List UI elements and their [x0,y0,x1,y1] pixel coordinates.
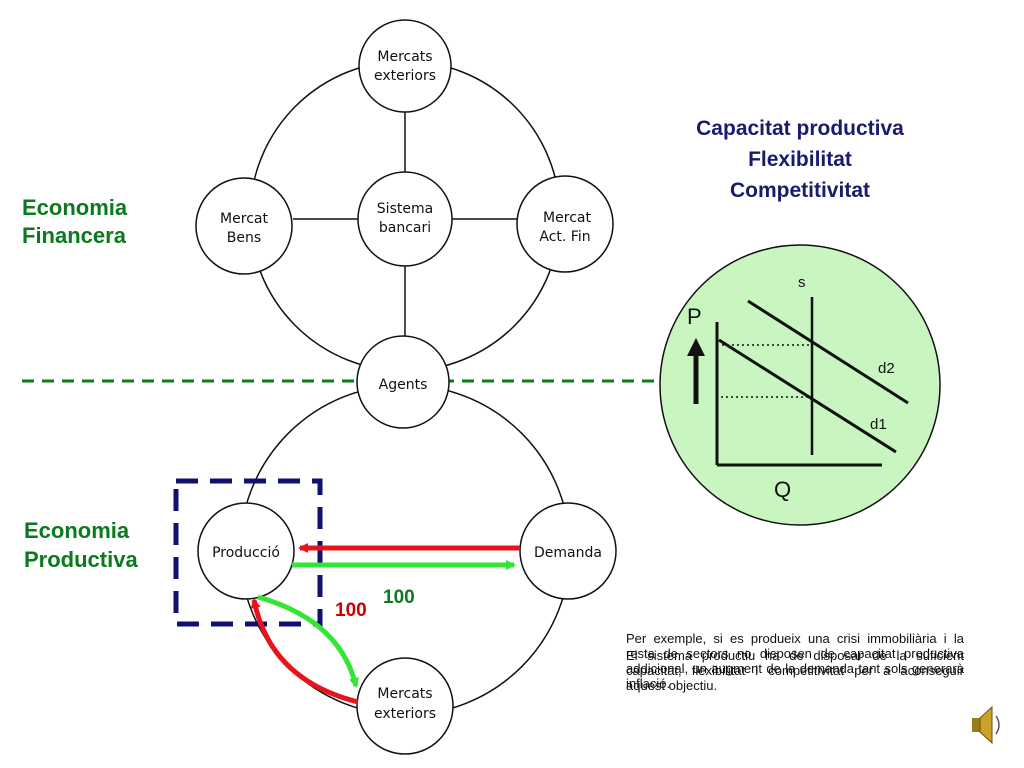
node-demanda: Demanda [519,502,617,600]
node-label: Demanda [534,545,602,561]
node-mercats-exteriors-top: Mercats exteriors [358,19,452,113]
flow-value-green: 100 [383,587,415,608]
node-label: Mercats [377,686,432,702]
node-agents: Agents [356,335,450,429]
title-capacitat: Flexibilitat [748,148,852,171]
node-label: Mercats [377,49,432,65]
node-label: exteriors [374,68,436,84]
node-mercat-bens: Mercat Bens [195,177,293,275]
node-label: Producció [212,545,280,561]
chart-label-q: Q [774,477,791,502]
chart-label-d1: d1 [870,416,887,433]
title-economia-productiva: Economia [24,518,130,543]
arrow-up-icon [687,338,705,356]
supply-demand-chart: P Q s d2 d1 [659,244,941,526]
node-mercats-exteriors-bottom: Mercats exteriors [356,657,454,755]
chart-label-p: P [687,304,702,329]
demand-line-d2 [747,299,909,405]
chart-label-d2: d2 [878,360,895,377]
chart-label-s: s [798,274,806,291]
note-text-objectiu: El sistema productiu ha de disposar de l… [626,648,964,693]
node-label: bancari [379,220,431,236]
title-economia-productiva: Productiva [24,547,138,572]
node-label: Act. Fin [539,229,590,245]
node-label: Bens [227,230,261,246]
chart-background-circle [659,244,941,526]
arrow-mercats-exteriors-to-produccio [250,598,359,705]
produccio-highlight-box [173,478,323,627]
title-economia-financera: Financera [22,223,127,248]
node-label: Mercat [543,210,591,226]
node-label: Mercat [220,211,268,227]
title-capacitat: Competitivitat [730,179,870,202]
note-text-inflacio: Per exemple, si es produeix una crisi im… [626,631,964,691]
flow-value-red: 100 [335,600,367,621]
speaker-icon[interactable] [972,705,1000,745]
node-sistema-bancari: Sistema bancari [357,171,453,267]
title-economia-financera: Economia [22,195,128,220]
node-mercat-act-fin: Mercat Act. Fin [516,175,614,273]
arrow-produccio-to-mercats-exteriors [257,594,359,688]
node-label: exteriors [374,706,436,722]
demand-line-d1 [718,338,897,454]
node-label: Sistema [377,201,433,217]
node-produccio: Producció [197,502,295,600]
node-label: Agents [379,377,428,393]
title-capacitat: Capacitat productiva [696,117,904,140]
